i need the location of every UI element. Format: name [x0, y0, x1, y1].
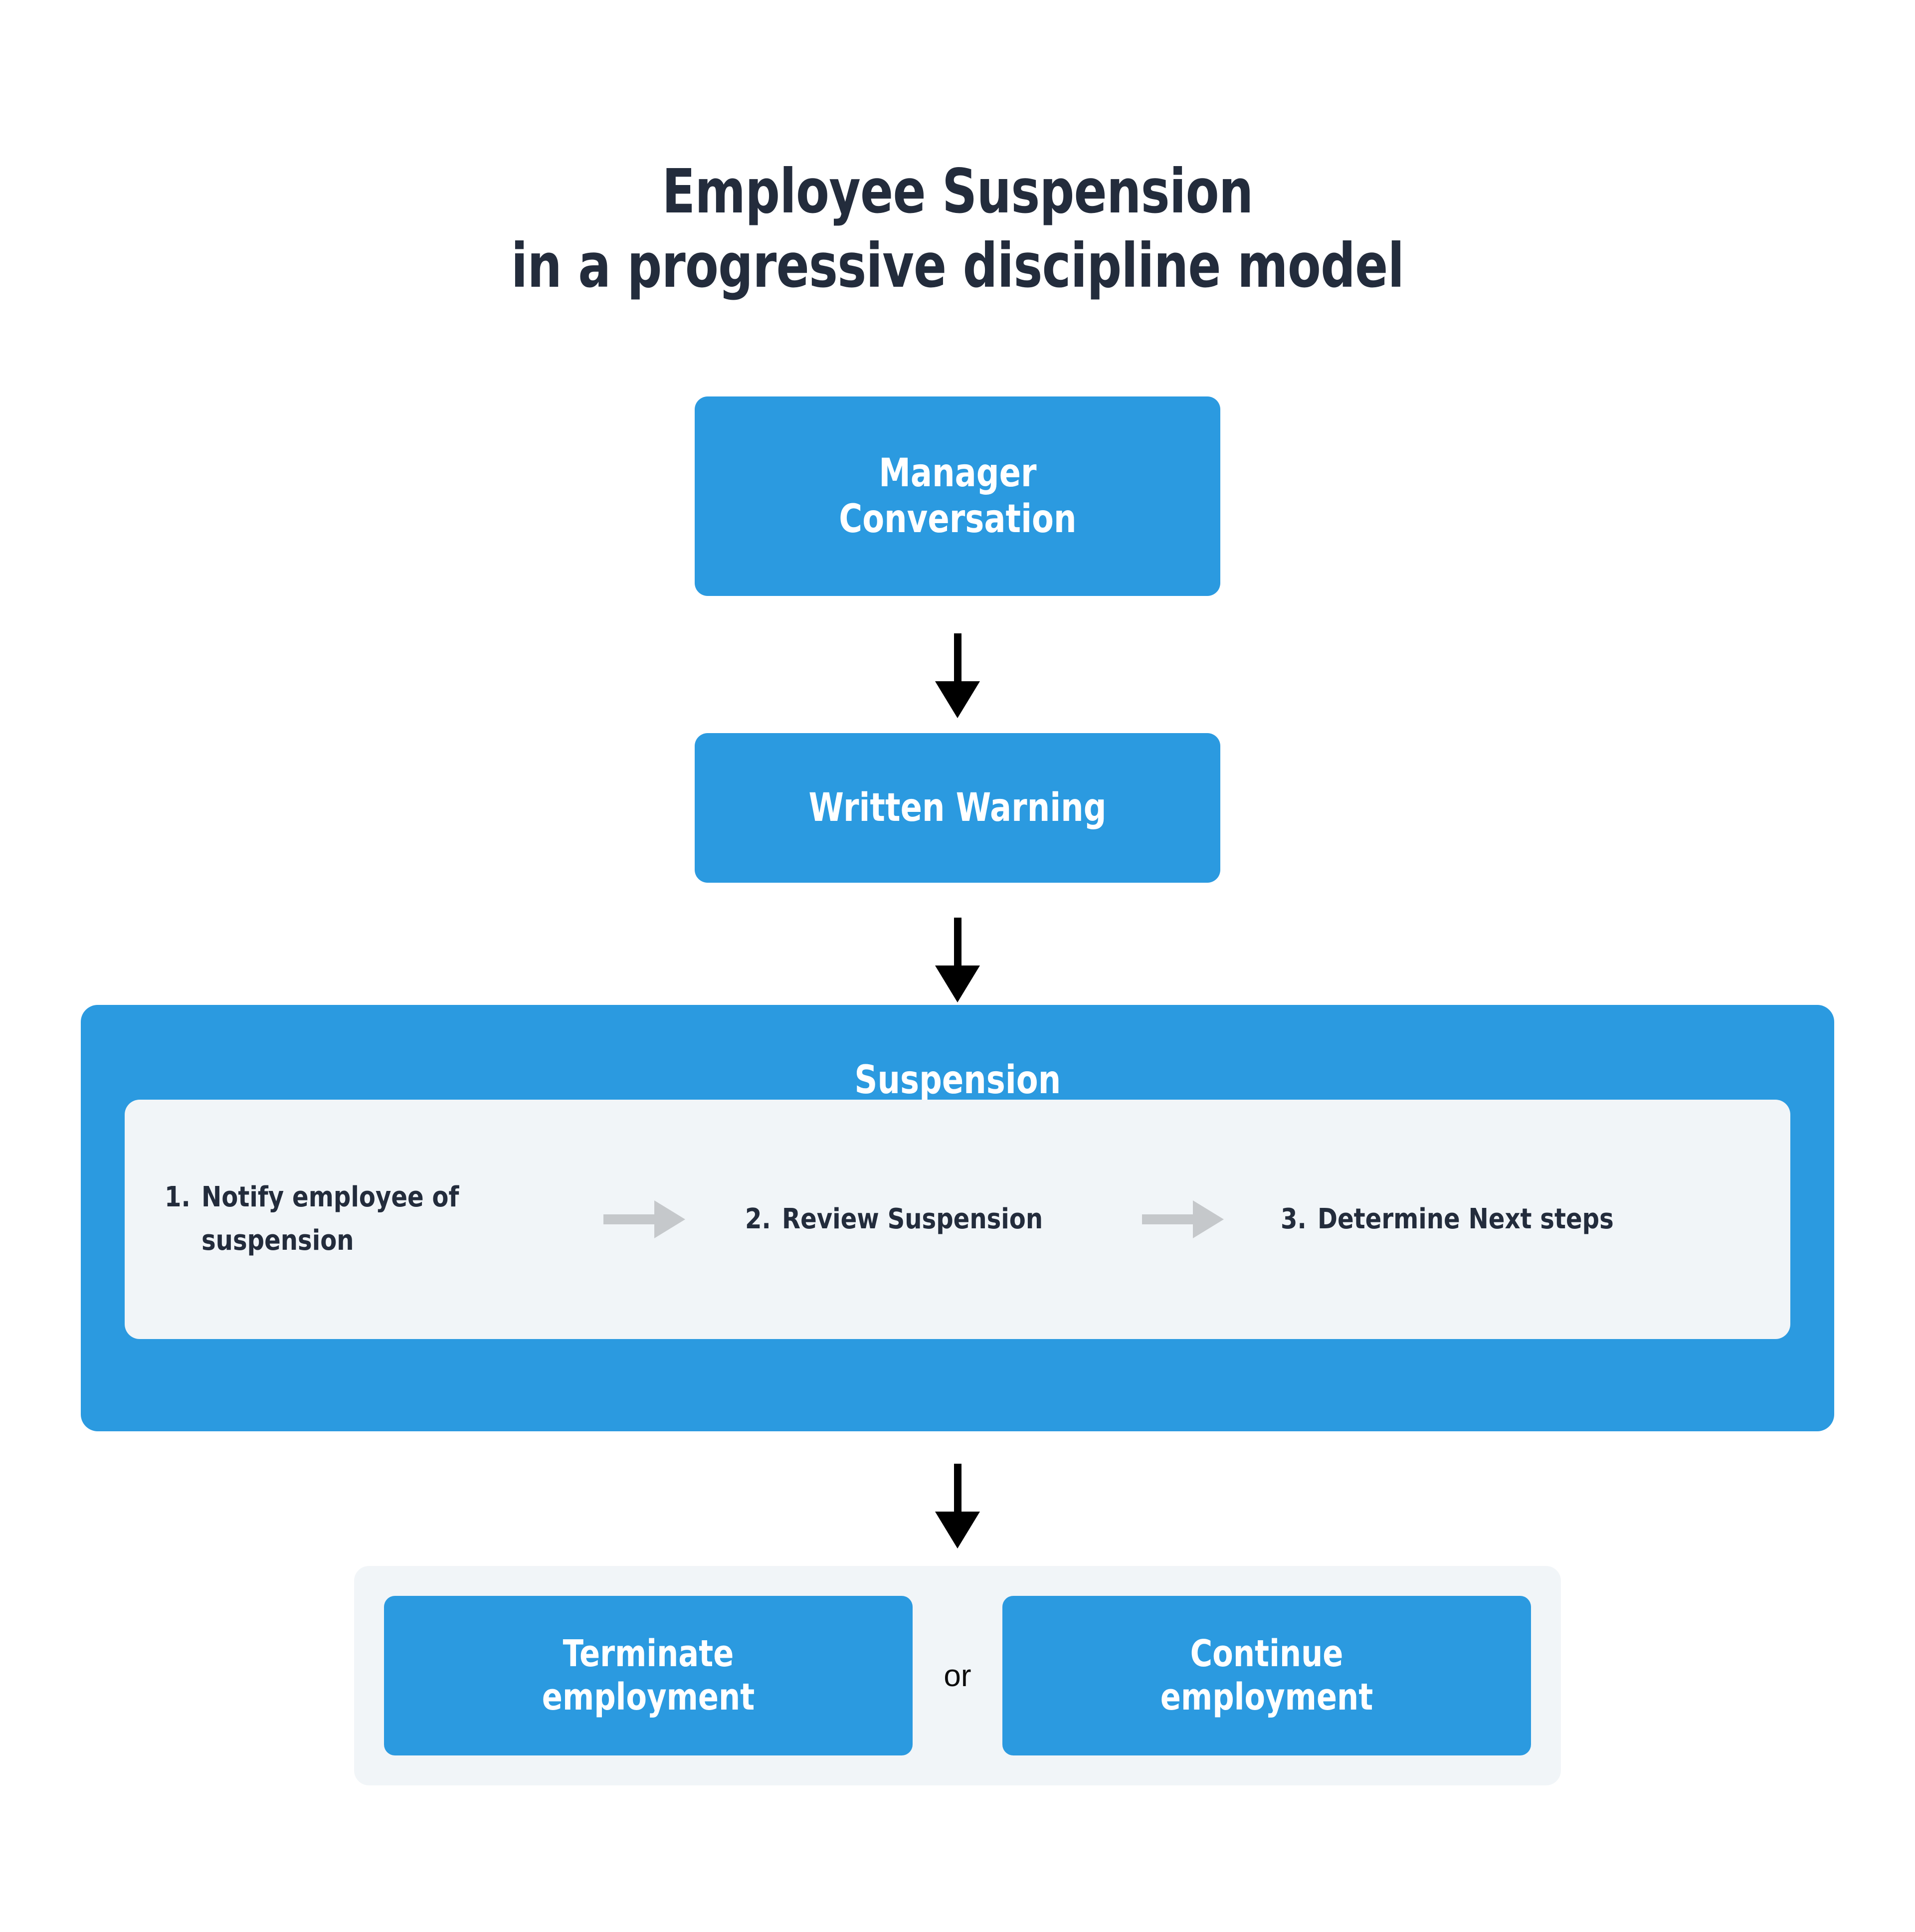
arrow-head [654, 1200, 685, 1238]
arrow-shaft [954, 633, 961, 683]
outcome-separator-label: or [944, 1658, 971, 1693]
down-arrow-icon-2 [935, 918, 980, 1002]
arrow-head [935, 1512, 980, 1548]
substep-number-1: 1. [165, 1181, 191, 1214]
page-title: Employee Suspension in a progressive dis… [192, 155, 1724, 303]
outcome-continue-label: Continue employment [1160, 1632, 1373, 1719]
right-arrow-icon-2 [1142, 1195, 1227, 1243]
arrow-shaft [1142, 1214, 1198, 1224]
flow-node-manager-conversation-label: Manager Conversation [838, 450, 1077, 542]
right-arrow-icon-1 [603, 1195, 688, 1243]
outcome-separator: or [913, 1566, 1002, 1785]
substep-label-3: Determine Next steps [1317, 1202, 1614, 1235]
arrow-head [935, 681, 980, 718]
substep-label-1: Notify employee of suspension [201, 1181, 459, 1257]
substep-number-2: 2. [745, 1202, 771, 1235]
arrow-shaft [954, 918, 961, 967]
outcome-panel: Terminate employment or Continue employm… [354, 1566, 1561, 1785]
outcome-terminate-employment[interactable]: Terminate employment [384, 1596, 913, 1755]
page-title-line-2: in a progressive discipline model [511, 230, 1404, 301]
suspension-substeps-panel: 1. Notify employee of suspension 2. Revi… [125, 1100, 1790, 1339]
flow-node-manager-conversation[interactable]: Manager Conversation [695, 396, 1220, 596]
flow-node-written-warning[interactable]: Written Warning [695, 733, 1220, 883]
suspension-heading: Suspension [81, 1061, 1834, 1100]
substep-item-2[interactable]: 2. Review Suspension [718, 1198, 1112, 1241]
substep-item-1[interactable]: 1. Notify employee of suspension [165, 1176, 549, 1263]
outcome-terminate-label: Terminate employment [542, 1632, 755, 1719]
flow-node-written-warning-label: Written Warning [808, 785, 1107, 830]
suspension-heading-label: Suspension [854, 1058, 1061, 1103]
substep-label-2: Review Suspension [781, 1202, 1043, 1235]
outcome-continue-employment[interactable]: Continue employment [1002, 1596, 1531, 1755]
down-arrow-icon-3 [935, 1464, 980, 1548]
flow-node-suspension-panel[interactable]: Suspension 1. Notify employee of suspens… [81, 1005, 1834, 1431]
arrow-head [1193, 1200, 1224, 1238]
arrow-head [935, 966, 980, 1002]
page-title-line-1: Employee Suspension [662, 156, 1253, 227]
down-arrow-icon-1 [935, 633, 980, 718]
arrow-shaft [954, 1464, 961, 1514]
arrow-shaft [603, 1214, 659, 1224]
substep-number-3: 3. [1280, 1202, 1307, 1235]
substep-item-3[interactable]: 3. Determine Next steps [1257, 1198, 1686, 1241]
